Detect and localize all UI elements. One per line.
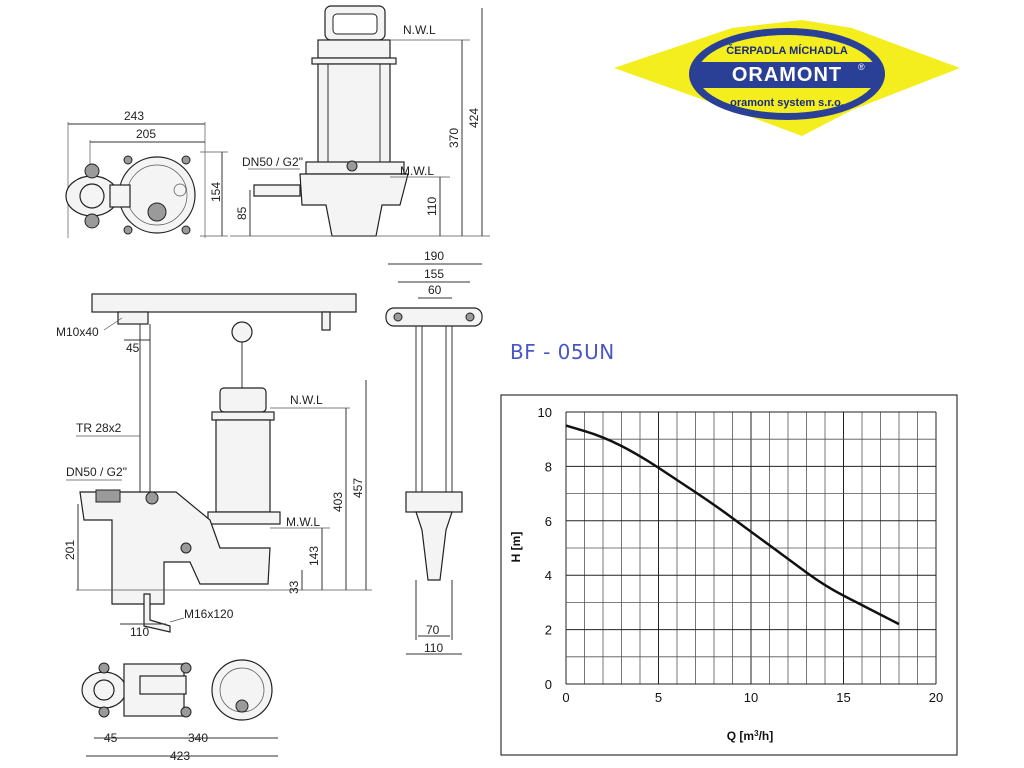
rail-dim-33: 33 <box>287 580 301 594</box>
front-dim-60: 60 <box>428 283 442 297</box>
x-tick-label: 10 <box>744 690 758 705</box>
technical-drawing: 243 205 154 N.W.L M <box>56 5 490 763</box>
dim-205: 205 <box>136 127 156 141</box>
bottom-dim-45: 45 <box>104 731 118 745</box>
y-tick-label: 10 <box>538 405 552 420</box>
chart-ticks: 0 5 10 15 20 0 2 4 6 8 10 <box>538 405 944 705</box>
oramont-logo: ORAMONT ® ČERPADLA MÍCHADLA oramont syst… <box>614 20 960 136</box>
x-tick-label: 0 <box>562 690 569 705</box>
side-flange-label: DN50 / G2" <box>242 155 303 169</box>
front-dim-110: 110 <box>424 641 443 655</box>
y-tick-label: 6 <box>545 514 552 529</box>
logo-brand-text: ORAMONT <box>732 64 842 86</box>
front-dim-155: 155 <box>424 267 444 281</box>
rail-view-drawing: M10x40 45 TR 28x2 DN50 / G2" N.W.L M.W.L… <box>56 293 372 639</box>
chart-grid <box>565 411 937 685</box>
dim-424: 424 <box>467 108 481 128</box>
front-dim-70: 70 <box>426 623 440 637</box>
y-tick-label: 0 <box>545 677 552 692</box>
logo-registered: ® <box>858 62 865 72</box>
rail-flange-label: DN50 / G2" <box>66 465 127 479</box>
rail-base-bolt: M16x120 <box>184 607 234 621</box>
top-view-drawing: 243 205 154 <box>65 109 228 238</box>
side-nwl: N.W.L <box>403 23 436 37</box>
dim-154: 154 <box>209 182 223 202</box>
rail-dim-201: 201 <box>63 540 77 560</box>
rail-dim-457: 457 <box>351 478 365 498</box>
rail-dim-110: 110 <box>130 625 149 639</box>
bottom-view-drawing: 45 340 423 <box>81 659 278 763</box>
x-axis-label: Q [m3/h] <box>727 729 773 744</box>
pump-curve-line <box>565 424 900 626</box>
dim-243: 243 <box>124 109 144 123</box>
bottom-dim-340: 340 <box>188 731 208 745</box>
dim-110-side: 110 <box>425 197 439 216</box>
rail-nwl: N.W.L <box>290 393 323 407</box>
front-view-drawing: 190 155 60 70 110 <box>385 249 483 655</box>
y-tick-label: 8 <box>545 459 552 474</box>
rail-tube-label: TR 28x2 <box>76 421 122 435</box>
y-tick-label: 4 <box>545 568 552 583</box>
y-axis-label: H [m] <box>509 532 523 563</box>
rail-dim-143: 143 <box>307 546 321 566</box>
rail-dim-45: 45 <box>126 341 140 355</box>
logo-top-text: ČERPADLA MÍCHADLA <box>726 44 848 57</box>
dim-85: 85 <box>235 206 249 220</box>
model-title: BF - 05UN <box>510 340 615 364</box>
logo-bottom-text: oramont system s.r.o. <box>730 97 844 109</box>
side-view-drawing: N.W.L M.W.L 424 370 110 85 DN50 / G2" <box>230 5 490 237</box>
front-dim-190: 190 <box>424 249 444 263</box>
x-tick-label: 20 <box>929 690 943 705</box>
x-tick-label: 15 <box>836 690 850 705</box>
dim-370: 370 <box>447 128 461 148</box>
rail-bolt-label: M10x40 <box>56 325 99 339</box>
side-mwl: M.W.L <box>400 164 434 178</box>
bottom-dim-423: 423 <box>170 749 190 763</box>
rail-mwl: M.W.L <box>286 515 320 529</box>
x-tick-label: 5 <box>655 690 662 705</box>
rail-dim-403: 403 <box>331 492 345 512</box>
pump-curve-chart: 0 5 10 15 20 0 2 4 6 8 10 Q [m3/h] H [m] <box>500 394 958 756</box>
y-tick-label: 2 <box>545 623 552 638</box>
